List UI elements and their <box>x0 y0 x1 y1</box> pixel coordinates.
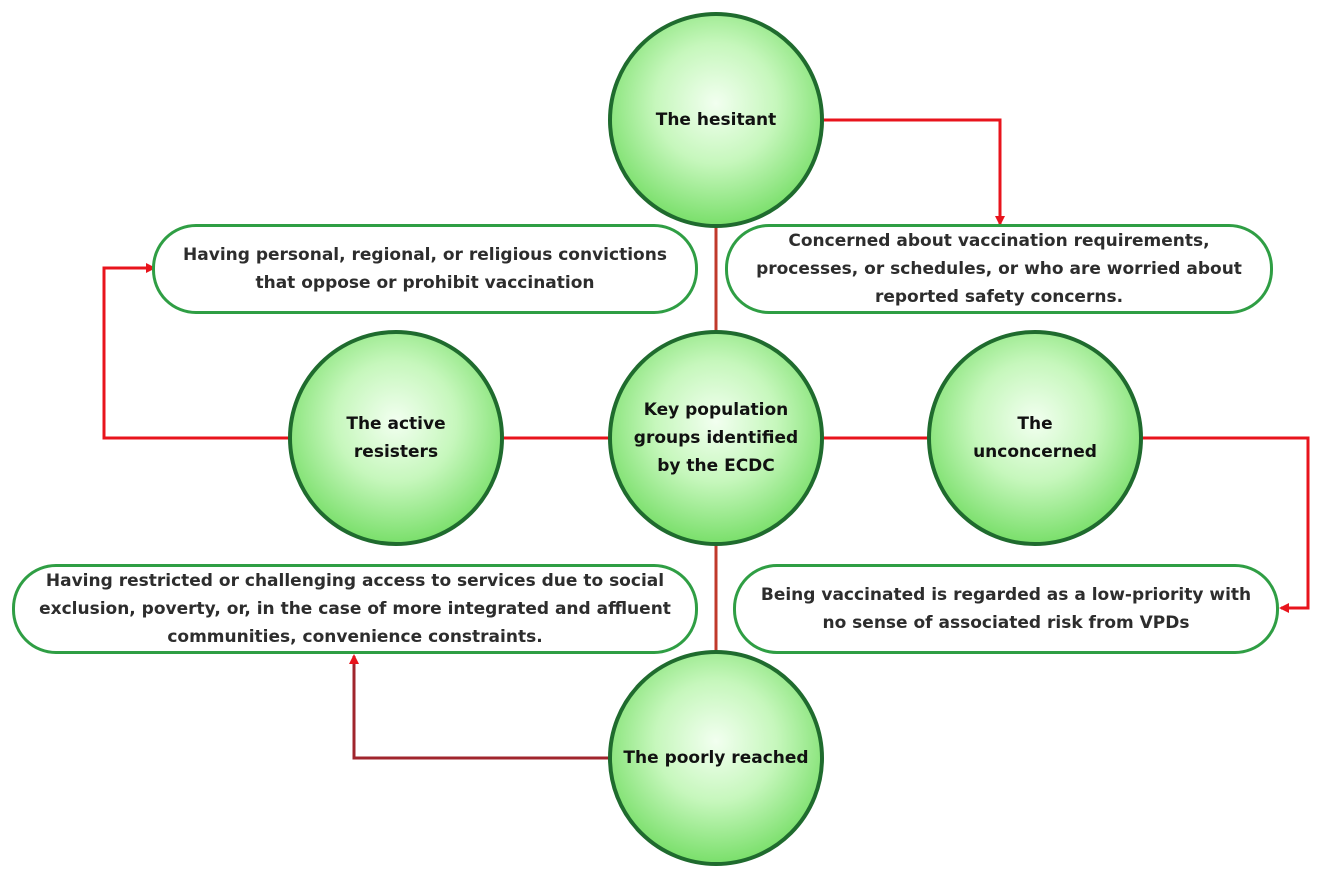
description-hesitant: Concerned about vaccination requirements… <box>725 224 1273 314</box>
description-unconcerned: Being vaccinated is regarded as a low-pr… <box>733 564 1279 654</box>
description-poorly-reached: Having restricted or challenging access … <box>12 564 698 654</box>
description-unconcerned-text: Being vaccinated is regarded as a low-pr… <box>760 585 1252 633</box>
arrow-poorly-reached-to-description <box>349 654 610 760</box>
arrow-unconcerned-to-description <box>1142 436 1310 613</box>
group-unconcerned-label: The unconcerned <box>973 414 1097 462</box>
description-hesitant-text: Concerned about vaccination requirements… <box>756 231 1242 307</box>
group-poorly-reached-node: The poorly reached <box>608 650 824 866</box>
group-unconcerned-node: The unconcerned <box>927 330 1143 546</box>
arrow-hesitant-to-description <box>822 118 1005 226</box>
group-hesitant-label: The hesitant <box>655 110 777 130</box>
arrow-active-resisters-to-description <box>102 263 290 440</box>
description-active-resisters-text: Having personal, regional, or religious … <box>183 245 667 293</box>
group-poorly-reached-label: The poorly reached <box>623 748 809 768</box>
center-label: Key population groups identified by the … <box>633 400 799 476</box>
group-hesitant-node: The hesitant <box>608 12 824 228</box>
group-active-resisters-node: The active resisters <box>288 330 504 546</box>
description-poorly-reached-text: Having restricted or challenging access … <box>39 571 671 647</box>
group-active-resisters-label: The active resisters <box>346 414 446 462</box>
center-node: Key population groups identified by the … <box>608 330 824 546</box>
description-active-resisters: Having personal, regional, or religious … <box>152 224 698 314</box>
